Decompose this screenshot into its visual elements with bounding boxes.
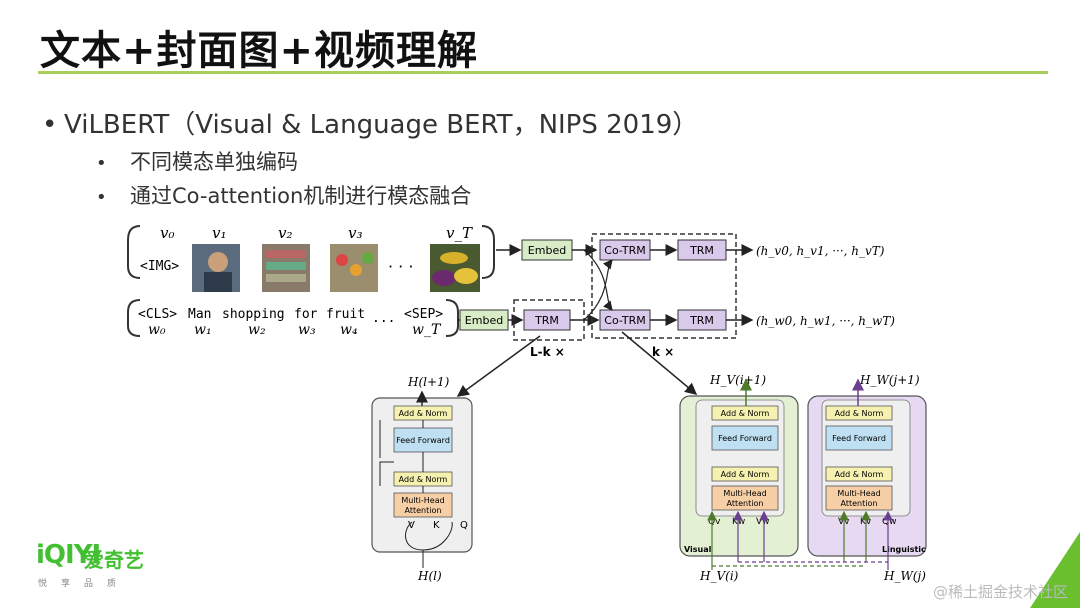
slide-title: 文本+封面图+视频理解	[40, 28, 479, 74]
visual-token-v3: v₃	[348, 224, 363, 242]
k-times-label: k ×	[652, 345, 674, 359]
trm-out-label: H(l+1)	[407, 375, 450, 389]
language-bracket-right	[445, 299, 459, 337]
trm-mha-label-1: Multi-Head	[401, 496, 444, 505]
co-trm-ling-add-norm-bottom-label: Add & Norm	[835, 470, 884, 479]
language-outputs: (h_w0, h_w1, ···, h_wT)	[756, 314, 895, 328]
co-trm-visual-add-norm-bottom-label: Add & Norm	[721, 470, 770, 479]
corner-decoration	[1030, 532, 1080, 608]
visual-outputs: (h_v0, h_v1, ···, h_vT)	[756, 244, 885, 258]
co-trm-visual-label: Visual	[684, 545, 712, 554]
visual-bracket-left	[127, 225, 141, 279]
co-trm-ling-add-norm-top-label: Add & Norm	[835, 409, 884, 418]
co-trm-visual-add-norm-top-label: Add & Norm	[721, 409, 770, 418]
co-trm-visual-v: Vw	[756, 517, 770, 527]
word-sub-w3: w₃	[298, 322, 316, 338]
logo-mark: iQIYI	[36, 540, 101, 570]
trm-q: Q	[460, 520, 468, 531]
sub-bullet-2: • 通过Co-attention机制进行模态融合	[96, 180, 471, 210]
trm-mha-label-2: Attention	[405, 506, 442, 515]
visual-token-v1: v₁	[212, 224, 227, 242]
co-trm-ling-label: Linguistic	[882, 545, 926, 554]
image-region-3	[330, 244, 378, 292]
co-trm-visual-ff-label: Feed Forward	[718, 434, 772, 443]
word-sub-w4: w₄	[340, 322, 358, 338]
word-sub-w0: w₀	[148, 322, 166, 338]
trm-add-norm-top-label: Add & Norm	[399, 409, 448, 418]
bullet-dot: •	[96, 187, 107, 208]
word-fruit: fruit	[326, 307, 365, 322]
trm-k: K	[433, 520, 440, 531]
bullet-main-text: ViLBERT（Visual & Language BERT，NIPS 2019…	[64, 110, 699, 140]
co-trm-ling-add-norm-top	[825, 405, 893, 421]
co-trm-visual-out: H_V(i+1)	[709, 373, 766, 387]
word-sub-w1: w₁	[194, 322, 212, 338]
co-trm-visual-add-norm-top	[711, 405, 779, 421]
visual-token-vT: v_T	[446, 224, 473, 242]
word-sub-w2: w₂	[248, 322, 266, 338]
watermark: @稀土掘金技术社区	[932, 583, 1068, 601]
title-divider	[38, 71, 1048, 74]
word-for: for	[294, 307, 318, 322]
img-token: <IMG>	[140, 259, 179, 274]
co-trm-visual-q: Qv	[708, 517, 721, 527]
co-trm-visual-k: Kw	[732, 517, 745, 527]
language-co-trm-label: Co-TRM	[604, 314, 645, 327]
visual-bracket-right	[481, 225, 495, 279]
language-trm2-label: TRM	[689, 314, 714, 327]
co-trm-ling-in: H_W(j)	[883, 569, 926, 583]
language-bracket-left	[127, 299, 141, 337]
sub-bullet-1: • 不同模态单独编码	[96, 146, 298, 176]
co-trm-ling-ff-label: Feed Forward	[832, 434, 886, 443]
image-region-2	[262, 244, 310, 292]
bullet-main: •ViLBERT（Visual & Language BERT，NIPS 201…	[42, 104, 698, 141]
co-trm-ling-mha	[825, 485, 893, 511]
trm-feed-forward-label: Feed Forward	[396, 436, 450, 445]
word-cls: <CLS>	[138, 307, 177, 322]
logo-slogan: 悦享品质	[38, 579, 131, 589]
co-trm-ling-mha-label-1: Multi-Head	[837, 489, 880, 498]
co-trm-ling-q: Qw	[882, 517, 896, 527]
co-trm-visual-mha-label-1: Multi-Head	[723, 489, 766, 498]
visual-dots: · · ·	[388, 257, 413, 276]
iqiyi-logo: iQIYI 爱奇艺 悦享品质	[36, 540, 156, 590]
logo-cn: 爱奇艺	[84, 548, 144, 572]
language-embed-label: Embed	[465, 314, 503, 327]
co-trm-visual-mha	[711, 485, 779, 511]
co-trm-visual-ff	[711, 425, 779, 451]
word-sep: <SEP>	[404, 307, 443, 322]
bullet-dot: •	[96, 153, 107, 174]
word-sub-wT: w_T	[412, 322, 442, 338]
word-ellipsis: ...	[372, 311, 395, 326]
cross-arrow-up	[583, 259, 613, 321]
co-trm-ling-add-norm-bottom	[825, 466, 893, 482]
sub-bullet-2-text: 通过Co-attention机制进行模态融合	[130, 184, 472, 208]
visual-co-trm-label: Co-TRM	[604, 244, 645, 257]
trm-add-norm-bottom-label: Add & Norm	[399, 475, 448, 484]
visual-token-v2: v₂	[278, 224, 293, 242]
image-region-T	[430, 244, 480, 292]
co-trm-ling-out: H_W(j+1)	[859, 373, 920, 387]
language-trm-label: TRM	[534, 314, 559, 327]
visual-token-v0: v₀	[160, 224, 175, 242]
k-dashed-box	[591, 233, 737, 339]
co-trm-visual-mha-label-2: Attention	[727, 499, 764, 508]
bullet-dot: •	[42, 110, 58, 140]
trm-mha	[393, 492, 453, 518]
visual-trm-label: TRM	[689, 244, 714, 257]
word-man: Man	[188, 307, 211, 322]
co-trm-ling-ff	[825, 425, 893, 451]
trm-v: V	[408, 520, 415, 531]
co-trm-visual-add-norm-bottom	[711, 466, 779, 482]
l-minus-k-label: L-k ×	[530, 345, 565, 359]
word-shopping: shopping	[222, 307, 285, 322]
co-trm-ling-mha-label-2: Attention	[841, 499, 878, 508]
sub-bullet-1-text: 不同模态单独编码	[130, 150, 298, 174]
visual-embed-label: Embed	[528, 244, 566, 257]
co-trm-visual-in: H_V(i)	[699, 569, 739, 583]
trm-in-label: H(l)	[417, 569, 442, 583]
image-region-1	[192, 244, 240, 292]
